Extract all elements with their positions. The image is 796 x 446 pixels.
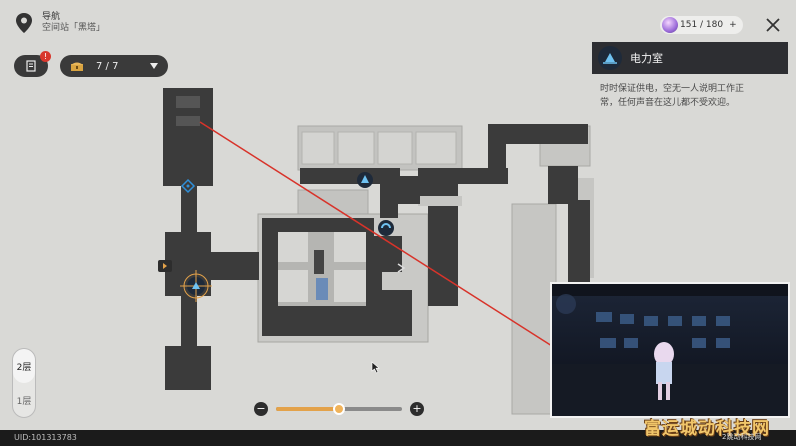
nav-title: 导航: [42, 12, 61, 22]
power-orb-icon: [662, 17, 678, 33]
inset-screenshot: [550, 282, 790, 418]
trailblaze-power[interactable]: 151 / 180 +: [660, 16, 743, 34]
pointer-line: [199, 121, 553, 347]
navigation-header: 导航 空间站「黑塔」: [14, 12, 105, 35]
panel-description: 时时保证供电，空无一人说明工作正 常，任何声音在这儿都不受欢迎。: [600, 84, 745, 109]
zoom-handle[interactable]: [333, 403, 345, 415]
power-room-icon: [598, 46, 622, 70]
panel-header: 电力室: [592, 42, 788, 74]
zoom-out-button[interactable]: −: [254, 402, 268, 416]
treasure-filter-dropdown[interactable]: 7 / 7: [60, 55, 168, 77]
player-location-icon[interactable]: [180, 270, 212, 302]
power-add-button[interactable]: +: [729, 20, 737, 30]
treasure-chest-icon: [71, 62, 83, 71]
arrow-right-icon: [397, 263, 406, 273]
floor-2-button[interactable]: 2层: [13, 349, 35, 383]
floor-selector: 2层 1层: [12, 348, 36, 418]
power-value: 151 / 180: [680, 20, 724, 30]
quest-log-button[interactable]: [14, 55, 48, 77]
location-info-panel: 电力室 时时保证供电，空无一人说明工作正 常，任何声音在这儿都不受欢迎。: [592, 42, 788, 122]
zoom-in-button[interactable]: +: [410, 402, 424, 416]
chest-count: 7 / 7: [96, 60, 119, 72]
notification-badge: !: [40, 51, 51, 62]
watermark-small: 2跳动科技网: [722, 433, 762, 441]
space-anchor-icon[interactable]: [378, 220, 394, 236]
inset-scene-image: [552, 284, 788, 416]
uid-label: UID:101313783: [0, 430, 796, 446]
map-details: [176, 96, 328, 300]
mouse-cursor-icon: [371, 361, 380, 374]
zoom-slider[interactable]: − +: [254, 400, 424, 418]
floor-1-button[interactable]: 1层: [16, 396, 32, 407]
zoom-track[interactable]: [276, 403, 402, 415]
caret-down-icon: [150, 63, 158, 69]
map-pin-icon: [16, 13, 32, 34]
diamond-marker-icon[interactable]: [180, 178, 196, 194]
exit-door-icon[interactable]: [158, 260, 172, 272]
map-corridors: [163, 88, 590, 390]
panel-title: 电力室: [630, 52, 663, 65]
zoom-fill: [276, 407, 339, 411]
nav-location: 空间站「黑塔」: [42, 23, 106, 34]
teleport-anchor-icon[interactable]: [357, 172, 373, 188]
close-icon[interactable]: [764, 16, 782, 34]
watermark: 富运城动科技网: [644, 419, 770, 439]
document-icon: [26, 60, 36, 72]
